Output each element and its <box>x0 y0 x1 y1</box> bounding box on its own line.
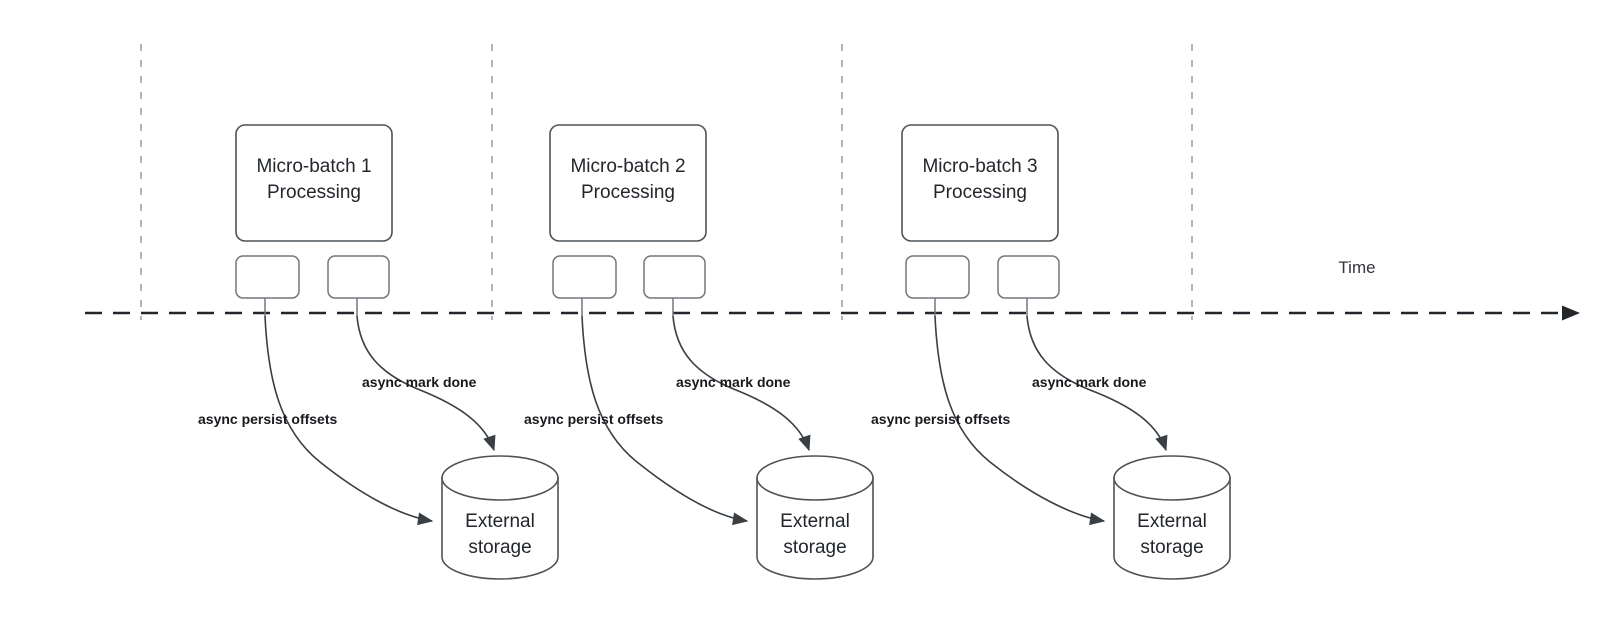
group-3-mark-done-label: async mark done <box>1032 374 1147 390</box>
group-3-storage-label-line2: storage <box>1140 537 1203 558</box>
group-3-persist-offsets-edge <box>934 315 1106 526</box>
group-1-mark-done-label: async mark done <box>362 374 477 390</box>
group-3: Micro-batch 3 Processing External storag… <box>871 124 1231 580</box>
micro-batch-3-label-line2: Processing <box>933 182 1027 203</box>
group-1-task-a-box[interactable] <box>235 255 300 299</box>
batch-boundaries <box>140 44 1193 320</box>
micro-batch-1-label-line1: Micro-batch 1 <box>256 156 371 177</box>
group-2-persist-offsets-label: async persist offsets <box>524 411 663 427</box>
group-1-external-storage-node[interactable]: External storage <box>441 455 559 580</box>
group-2-mark-done-label: async mark done <box>676 374 791 390</box>
group-3-task-b-box[interactable] <box>997 255 1060 299</box>
group-1-persist-offsets-edge <box>264 315 434 526</box>
group-3-storage-label-line1: External <box>1137 511 1207 532</box>
group-2-persist-offsets-edge <box>581 315 749 526</box>
time-axis: Time <box>85 258 1580 321</box>
group-3-mark-done-edge <box>1026 315 1168 452</box>
micro-batch-1-box[interactable] <box>235 124 393 242</box>
group-1-storage-body[interactable] <box>441 477 559 580</box>
group-3-storage-body[interactable] <box>1113 477 1231 580</box>
group-3-persist-offsets-label: async persist offsets <box>871 411 1010 427</box>
group-3-task-a-box[interactable] <box>905 255 970 299</box>
group-2-task-a-box[interactable] <box>552 255 617 299</box>
micro-batch-3-node[interactable]: Micro-batch 3 Processing <box>901 124 1059 242</box>
micro-batch-2-label-line1: Micro-batch 2 <box>570 156 685 177</box>
group-2-task-b-box[interactable] <box>643 255 706 299</box>
micro-batch-1-node[interactable]: Micro-batch 1 Processing <box>235 124 393 242</box>
micro-batch-2-label-line2: Processing <box>581 182 675 203</box>
group-1-task-b-box[interactable] <box>327 255 390 299</box>
group-2-storage-label-line1: External <box>780 511 850 532</box>
group-2-external-storage-node[interactable]: External storage <box>756 455 874 580</box>
group-2-storage-body[interactable] <box>756 477 874 580</box>
group-2-storage-label-line2: storage <box>783 537 846 558</box>
micro-batch-3-label-line1: Micro-batch 3 <box>922 156 1037 177</box>
group-1-mark-done-edge <box>356 315 496 452</box>
micro-batch-2-box[interactable] <box>549 124 707 242</box>
arrow-right-icon <box>1562 305 1580 321</box>
micro-batch-2-node[interactable]: Micro-batch 2 Processing <box>549 124 707 242</box>
group-1-storage-top <box>441 455 559 501</box>
group-2: Micro-batch 2 Processing External storag… <box>524 124 874 580</box>
group-1-persist-offsets-label: async persist offsets <box>198 411 337 427</box>
time-axis-label: Time <box>1338 258 1375 277</box>
micro-batch-3-box[interactable] <box>901 124 1059 242</box>
micro-batch-1-label-line2: Processing <box>267 182 361 203</box>
group-1: Micro-batch 1 Processing External storag… <box>198 124 559 580</box>
group-1-storage-label-line2: storage <box>468 537 531 558</box>
group-1-storage-label-line1: External <box>465 511 535 532</box>
group-3-storage-top <box>1113 455 1231 501</box>
group-2-mark-done-edge <box>672 315 811 452</box>
group-3-external-storage-node[interactable]: External storage <box>1113 455 1231 580</box>
group-2-storage-top <box>756 455 874 501</box>
